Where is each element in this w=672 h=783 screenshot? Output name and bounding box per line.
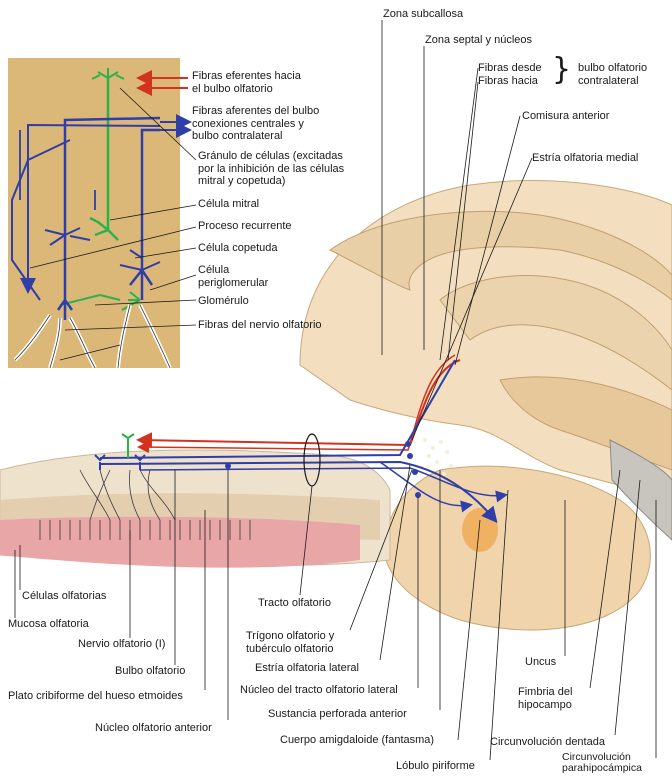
label-plato-cribiforme: Plato cribiforme del hueso etmoides	[8, 690, 183, 703]
label-celula-mitral: Célula mitral	[198, 198, 259, 211]
label-granulo: Gránulo de células (excitadas por la inh…	[198, 150, 344, 188]
label-comisura-anterior: Comisura anterior	[522, 110, 609, 123]
label-mucosa-olfatoria: Mucosa olfatoria	[8, 618, 89, 631]
label-estria-lateral: Estría olfatoria lateral	[255, 662, 359, 675]
label-bulbo-contralateral: bulbo olfatorio contralateral	[578, 62, 647, 87]
label-fibras-hacia: Fibras hacia	[478, 75, 538, 88]
label-celula-periglomerular: Célula periglomerular	[198, 264, 268, 289]
label-fimbria: Fimbria del hipocampo	[518, 686, 572, 711]
label-fibras-aferentes: Fibras aferentes del bulbo conexiones ce…	[192, 105, 319, 143]
label-estria-medial: Estría olfatoria medial	[532, 152, 638, 165]
label-trigono: Trígono olfatorio y tubérculo olfatorio	[246, 630, 334, 655]
label-fibras-nervio: Fibras del nervio olfatorio	[198, 319, 322, 332]
label-nervio-olfatorio: Nervio olfatorio (I)	[78, 638, 165, 651]
amygdala-body	[462, 508, 498, 552]
label-cuerpo-amigdaloide: Cuerpo amigdaloide (fantasma)	[280, 734, 434, 747]
label-lobulo-piriforme: Lóbulo piriforme	[396, 760, 475, 773]
label-circ-parahipocampica: Circunvolución parahipocámpica	[562, 752, 642, 774]
label-zona-septal: Zona septal y núcleos	[425, 34, 532, 47]
label-fibras-desde: Fibras desde	[478, 62, 542, 75]
brace-icon: }	[552, 55, 571, 85]
label-uncus: Uncus	[525, 656, 556, 669]
nasal-base	[0, 450, 390, 568]
label-circ-dentada: Circunvolución dentada	[490, 736, 605, 749]
label-fibras-eferentes: Fibras eferentes hacia el bulbo olfatori…	[192, 70, 301, 95]
label-zona-subcallosa: Zona subcallosa	[383, 8, 463, 21]
cellular-inset	[8, 58, 180, 368]
label-tracto-olfatorio: Tracto olfatorio	[258, 597, 331, 610]
label-bulbo-olfatorio: Bulbo olfatorio	[115, 665, 185, 678]
label-sustancia-perforada: Sustancia perforada anterior	[268, 708, 407, 721]
label-glomerulo: Glomérulo	[198, 295, 249, 308]
label-celulas-olfatorias: Células olfatorias	[22, 590, 106, 603]
label-nucleo-tracto-lateral: Núcleo del tracto olfatorio lateral	[240, 684, 398, 697]
label-proceso-recurrente: Proceso recurrente	[198, 220, 292, 233]
label-celula-copetuda: Célula copetuda	[198, 242, 278, 255]
label-nucleo-anterior: Núcleo olfatorio anterior	[95, 722, 212, 735]
